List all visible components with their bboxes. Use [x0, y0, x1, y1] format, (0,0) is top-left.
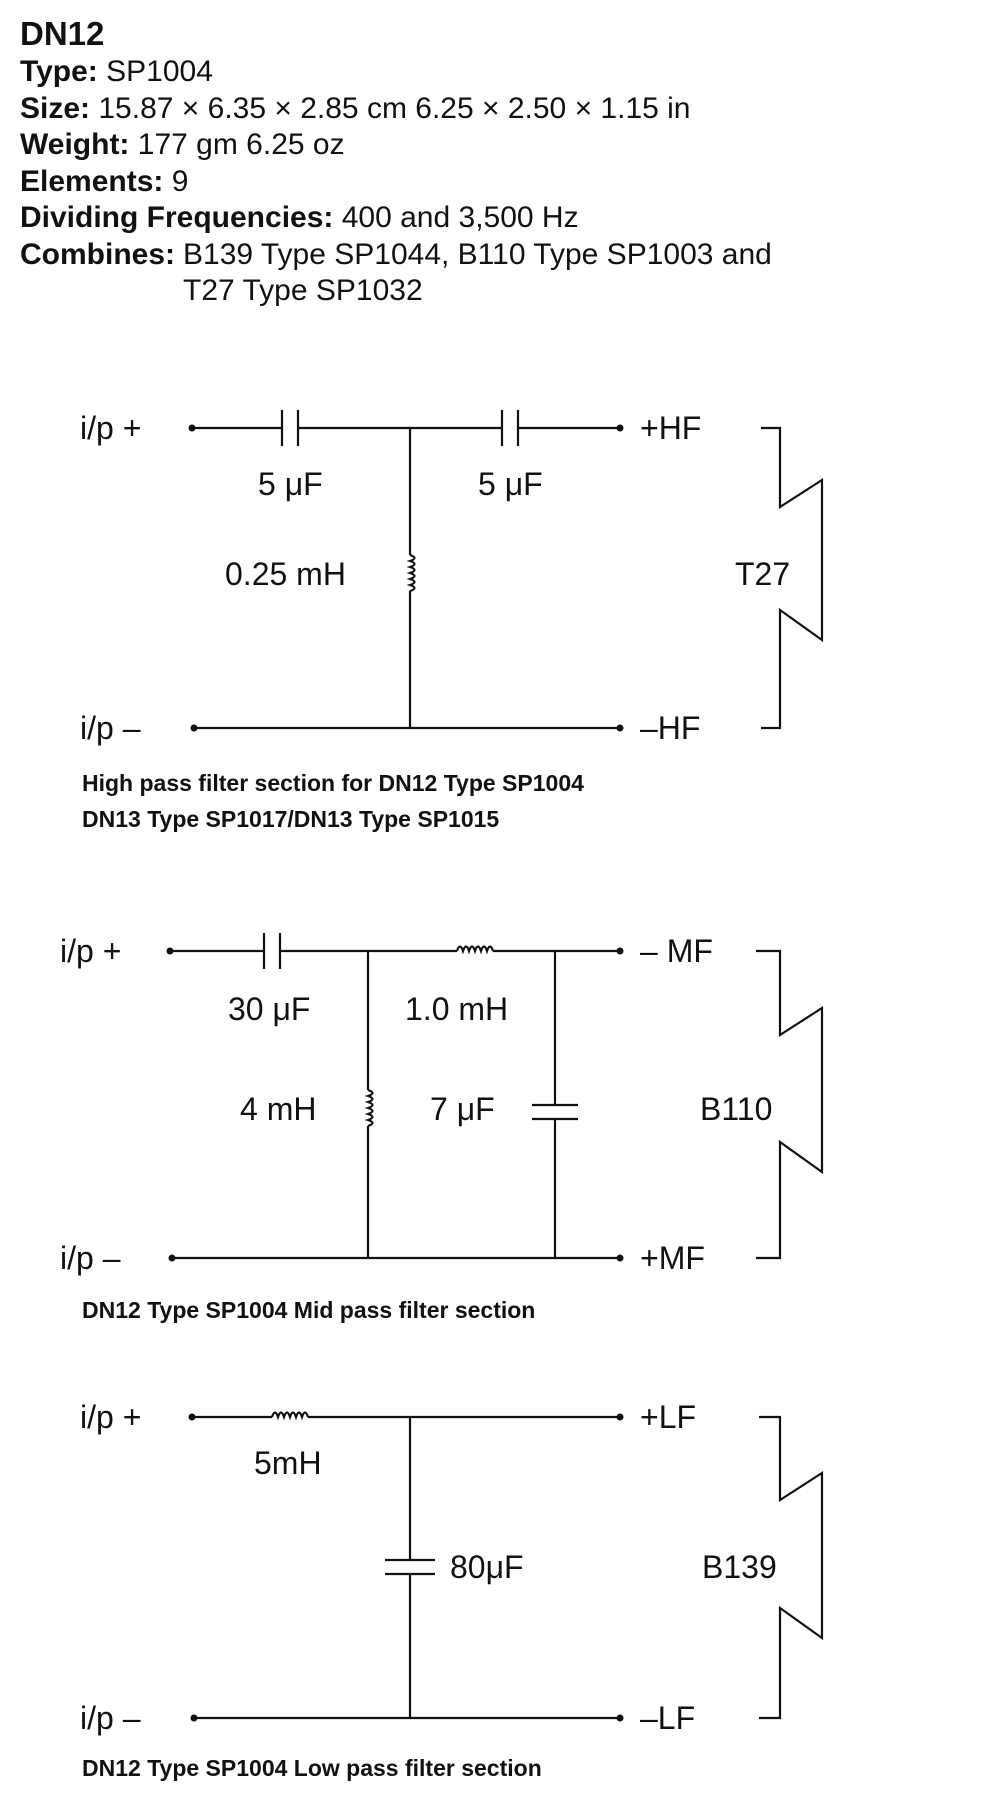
weight-label: Weight: [20, 128, 130, 161]
mp-cap-shunt-label: 7 μF [430, 1091, 495, 1127]
hp-inductor-coil [406, 553, 416, 593]
lp-output-minus-label: –LF [640, 1700, 695, 1736]
low-pass-diagram: i/p + +LF 5mH 80μF i/p – –LF B139 DN12 T… [80, 1399, 824, 1781]
lp-speaker-label: B139 [702, 1549, 777, 1585]
elements-value: 9 [171, 164, 189, 198]
lp-cap-label: 80μF [450, 1549, 524, 1585]
hp-output-plus-terminal [616, 424, 624, 432]
combines-row: Combines: B139 Type SP1044, B110 Type SP… [20, 237, 970, 310]
mp-inductor-series-coil [455, 945, 495, 955]
hp-output-plus-label: +HF [640, 410, 701, 446]
lp-input-plus-label: i/p + [80, 1399, 141, 1435]
type-row: Type: SP1004 [20, 54, 970, 91]
combines-values: B139 Type SP1044, B110 Type SP1003 and T… [175, 237, 772, 310]
dividing-label: Dividing Frequencies: [20, 201, 334, 234]
mp-cap-series-label: 30 μF [228, 991, 310, 1027]
hp-caption-line-2: DN13 Type SP1017/DN13 Type SP1015 [82, 806, 499, 832]
type-label: Type: [20, 55, 98, 88]
mp-inductor-series-label: 1.0 mH [405, 991, 508, 1027]
spec-header: DN12 Type: SP1004 Size: 15.87 × 6.35 × 2… [20, 14, 970, 310]
dividing-row: Dividing Frequencies: 400 and 3,500 Hz [20, 200, 970, 237]
combines-line-1: B139 Type SP1044, B110 Type SP1003 and [183, 237, 772, 271]
mp-input-minus-label: i/p – [60, 1240, 121, 1276]
elements-row: Elements: 9 [20, 164, 970, 201]
lp-output-plus-label: +LF [640, 1399, 696, 1435]
hp-input-plus-label: i/p + [80, 410, 141, 446]
hp-speaker-label: T27 [735, 556, 790, 592]
size-label: Size: [20, 91, 91, 125]
mid-pass-diagram: i/p + – MF 30 μF 1.0 mH 4 mH 7 μF i/p – … [60, 933, 824, 1323]
hp-cap1-label: 5 μF [258, 466, 323, 502]
lp-input-minus-label: i/p – [80, 1700, 141, 1736]
lp-caption: DN12 Type SP1004 Low pass filter section [82, 1755, 542, 1781]
combines-line-2: T27 Type SP1032 [183, 274, 423, 307]
mp-output-top-terminal [616, 947, 624, 955]
high-pass-diagram: i/p + +HF 5 μF 5 μF 0.25 mH i/p – –HF T2… [80, 410, 824, 832]
lp-speaker-icon [759, 1415, 824, 1720]
mp-inductor-shunt-coil [364, 1088, 374, 1128]
hp-output-minus-terminal [616, 724, 624, 732]
mp-speaker-label: B110 [700, 1091, 772, 1127]
mp-input-plus-label: i/p + [60, 933, 121, 969]
hp-caption-line-1: High pass filter section for DN12 Type S… [82, 770, 584, 796]
page-title: DN12 [20, 15, 105, 52]
combines-label: Combines: [20, 237, 176, 271]
hp-inductor-label: 0.25 mH [225, 556, 346, 592]
mp-output-top-label: – MF [640, 933, 713, 969]
lp-inductor-label: 5mH [254, 1445, 322, 1481]
lp-output-minus-terminal [616, 1714, 624, 1722]
mp-speaker-icon [756, 949, 824, 1260]
mp-output-bottom-label: +MF [640, 1240, 705, 1276]
lp-inductor-coil [270, 1411, 310, 1421]
hp-speaker-icon [761, 426, 824, 730]
mp-output-bottom-terminal [616, 1254, 624, 1262]
lp-output-plus-terminal [616, 1413, 624, 1421]
size-row: Size: 15.87 × 6.35 × 2.85 cm 6.25 × 2.50… [20, 91, 970, 128]
type-value: SP1004 [106, 55, 213, 88]
size-value: 15.87 × 6.35 × 2.85 cm 6.25 × 2.50 × 1.1… [98, 91, 691, 125]
elements-label: Elements: [20, 164, 164, 198]
hp-input-minus-label: i/p – [80, 710, 141, 746]
weight-value: 177 gm 6.25 oz [137, 128, 345, 161]
hp-output-minus-label: –HF [640, 710, 700, 746]
dividing-value: 400 and 3,500 Hz [341, 201, 579, 234]
mp-caption: DN12 Type SP1004 Mid pass filter section [82, 1297, 535, 1323]
weight-row: Weight: 177 gm 6.25 oz [20, 127, 970, 164]
mp-inductor-shunt-label: 4 mH [240, 1091, 316, 1127]
hp-cap2-label: 5 μF [478, 466, 543, 502]
